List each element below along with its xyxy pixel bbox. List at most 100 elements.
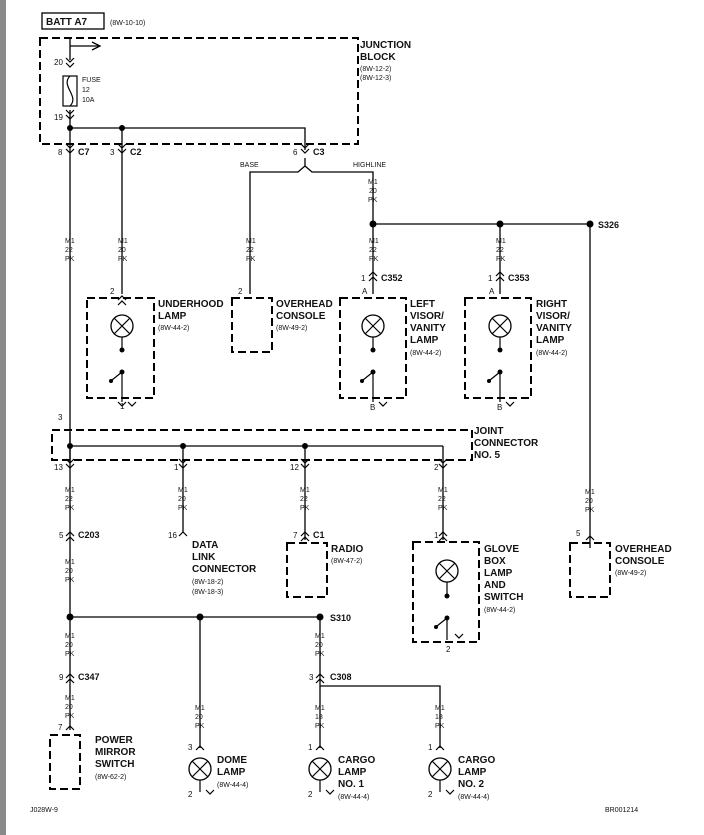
junction-block-title-1: JUNCTION [360,40,411,51]
wire-label: M1 [369,238,379,245]
wire-label: M1 [246,238,256,245]
wire-label: 22 [65,247,73,254]
wire-label: PK [65,713,75,720]
radio-box [286,542,328,598]
pin-label: 20 [54,58,63,67]
joint-connector-label: CONNECTOR [474,438,539,449]
connector-c308: C308 [330,672,352,682]
radio-ref: (8W-47-2) [331,558,362,565]
fuse-rating: 10A [82,97,95,104]
connector-c203: C203 [78,530,100,540]
wire-label: PK [246,256,256,263]
pin-label: B [497,403,502,412]
overhead-console-ref: (8W-49-2) [276,325,307,332]
right-visor-label: VANITY [536,323,572,334]
wire-label: 20 [65,568,73,575]
pin-label: 5 [59,531,64,540]
page-edge-bar [0,0,6,835]
pin-label: 2 [434,463,439,472]
pin-label: 1 [361,274,366,283]
wire-label: PK [315,651,325,658]
wire-label: M1 [438,487,448,494]
connector-c353: C353 [508,273,530,283]
wire-label: M1 [178,487,188,494]
pin-label: B [370,403,375,412]
glove-box-label: LAMP [484,568,513,579]
wire-label: PK [65,256,75,263]
junction-block-ref-1: (8W-12-2) [360,66,391,73]
cargo-lamp-1-label: LAMP [338,767,367,778]
power-mirror-ref: (8W-62-2) [95,774,126,781]
wire-label: PK [300,505,310,512]
joint-connector-label: NO. 5 [474,450,501,461]
overhead-console-ref: (8W-49-2) [615,570,646,577]
pin-label: 1 [428,743,433,752]
glove-box-label: GLOVE [484,544,519,555]
wire-label: PK [118,256,128,263]
wire-label: 18 [315,714,323,721]
dome-lamp-label: LAMP [217,767,246,778]
cargo-lamp-2-icon [428,757,452,781]
wire-label: PK [369,256,379,263]
overhead-console-label: OVERHEAD [615,544,672,555]
left-visor-label: LEFT [410,299,435,310]
wire-label: PK [368,197,378,204]
connector-c352: C352 [381,273,403,283]
power-mirror-label: POWER [95,735,134,746]
data-link-connector-label: DATA [192,540,218,551]
wire-label: M1 [300,487,310,494]
pin-label: 3 [309,673,314,682]
underhood-lamp-label: LAMP [158,311,187,322]
pin-label: 1 [488,274,493,283]
junction-block-title-2: BLOCK [360,52,396,63]
pin-label: A [489,287,495,296]
right-visor-label: LAMP [536,335,565,346]
connector-c2: C2 [130,147,142,157]
cargo-lamp-2-label: LAMP [458,767,487,778]
pin-label: 2 [188,790,193,799]
cargo-lamp-1-icon [308,757,332,781]
dome-lamp-label: DOME [217,755,247,766]
pin-label: 2 [446,645,451,654]
pin-label: 7 [58,723,63,732]
overhead-console-label: CONSOLE [276,311,326,322]
pin-label: 3 [188,743,193,752]
wire-label: 20 [65,642,73,649]
right-visor-lamp-icon [488,314,512,338]
pin-label: 1 [174,463,179,472]
radio-label: RADIO [331,544,363,555]
wire-label: 22 [369,247,377,254]
wire-label: 22 [300,496,308,503]
wire-label: 20 [585,498,593,505]
glove-box-lamp-icon [435,559,459,583]
splice-dot [369,220,377,228]
wire-label: PK [435,723,445,730]
pin-label: 19 [54,113,63,122]
wire-label: 22 [65,496,73,503]
joint-connector-box [51,429,473,461]
right-visor-box [464,297,532,399]
glove-box-box [412,541,480,643]
left-visor-label: VISOR/ [410,311,444,322]
underhood-lamp-label: UNDERHOOD [158,299,224,310]
connector-c347: C347 [78,672,100,682]
left-visor-ref: (8W-44-2) [410,350,441,357]
right-visor-label: VISOR/ [536,311,570,322]
wire-label: M1 [65,695,75,702]
wire-label: 20 [315,642,323,649]
overhead-console-label: OVERHEAD [276,299,333,310]
joint-connector-label: JOINT [474,426,503,437]
glove-box-label: BOX [484,556,506,567]
dome-lamp-icon [188,757,212,781]
splice-s310: S310 [330,613,351,623]
wire-label: M1 [496,238,506,245]
right-visor-label: RIGHT [536,299,567,310]
pin-label: 5 [576,529,581,538]
wire-label: 22 [496,247,504,254]
connector-c1: C1 [313,530,325,540]
pin-label: 2 [110,287,115,296]
wire-label: M1 [65,238,75,245]
wire-label: PK [438,505,448,512]
wire-label: M1 [65,559,75,566]
